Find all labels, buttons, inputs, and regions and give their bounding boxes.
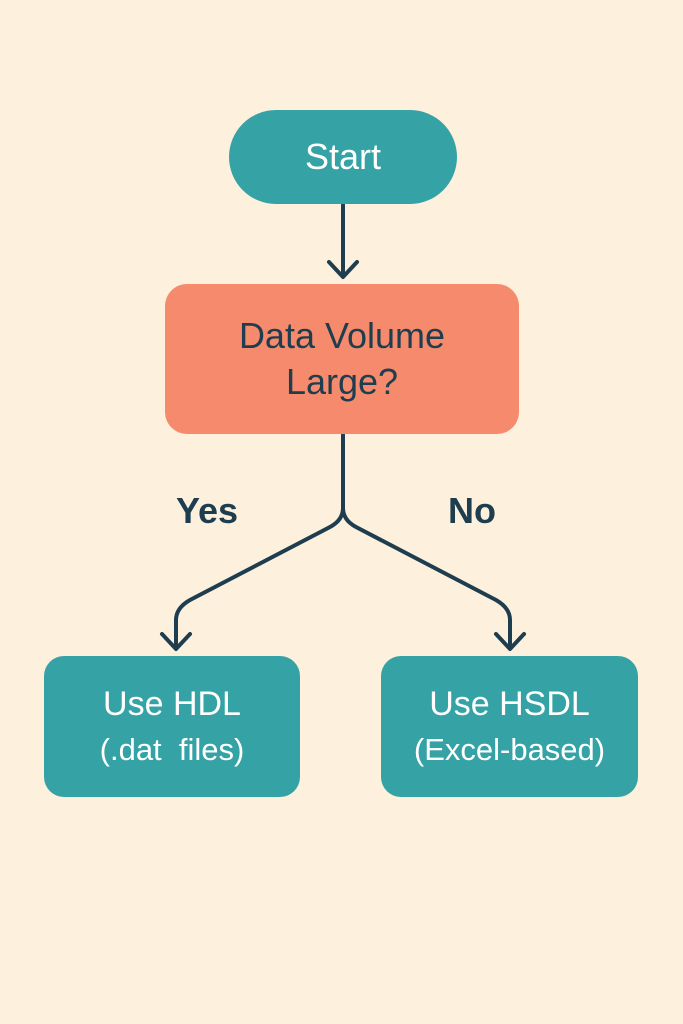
hsdl-label: Use HSDL: [429, 684, 590, 723]
arrow-start-to-decision: [327, 203, 359, 279]
yes-label: Yes: [176, 490, 239, 531]
decision-node: Data Volume Large?: [165, 284, 519, 434]
decision-label-line1: Data Volume: [238, 315, 446, 356]
hdl-label: Use HDL: [103, 684, 241, 723]
decision-label-line2: Large?: [285, 361, 399, 402]
start-label: Start: [304, 136, 382, 177]
arrow-decision-to-hdl: [160, 433, 345, 651]
no-label: No: [448, 490, 496, 531]
start-node: Start: [229, 110, 457, 204]
hsdl-node: Use HSDL (Excel-based): [381, 656, 638, 797]
hsdl-sublabel: (Excel-based): [413, 731, 606, 767]
arrow-decision-to-hsdl: [341, 506, 526, 651]
hdl-node: Use HDL (.dat files): [44, 656, 300, 797]
hdl-sublabel: (.dat files): [99, 731, 245, 767]
